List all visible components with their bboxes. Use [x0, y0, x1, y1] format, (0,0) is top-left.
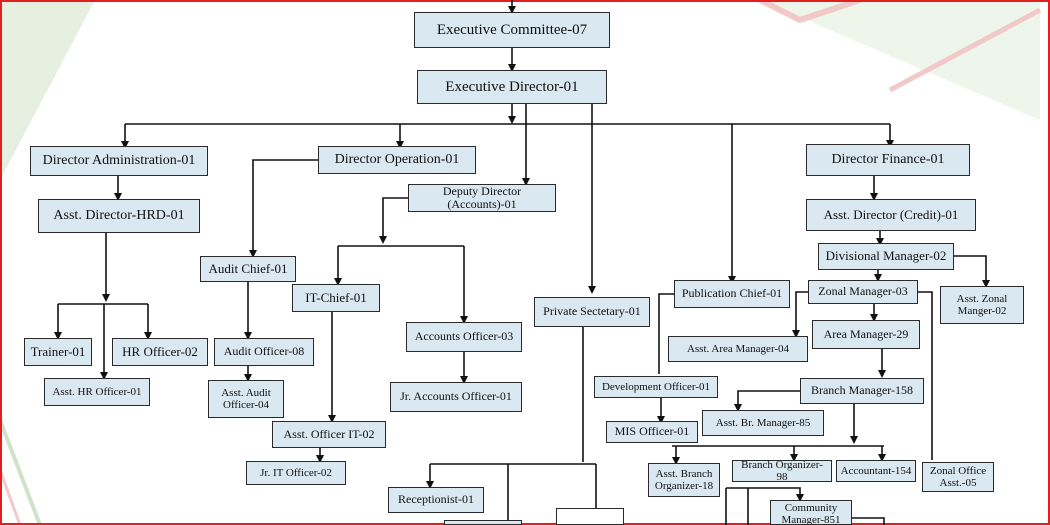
box-executive-committee: Executive Committee-07 [414, 12, 610, 48]
box-zonal-manager: Zonal Manager-03 [808, 280, 918, 304]
box-audit-chief: Audit Chief-01 [200, 256, 296, 282]
box-executive-director: Executive Director-01 [417, 70, 607, 104]
decor-stripe-red-2 [888, 7, 1042, 93]
box-development-officer: Development Officer-01 [594, 376, 718, 398]
box-asst-area-manager: Asst. Area Manager-04 [668, 336, 808, 362]
box-private-secretary: Private Sectetary-01 [534, 297, 650, 327]
box-jr-accounts-officer: Jr. Accounts Officer-01 [390, 382, 522, 412]
box-partial-bottom-2 [556, 508, 624, 525]
box-it-chief: IT-Chief-01 [292, 284, 380, 312]
box-area-manager: Area Manager-29 [812, 320, 920, 349]
box-publication-chief: Publication Chief-01 [674, 280, 790, 308]
box-partial-bottom-1 [444, 520, 522, 525]
box-asst-audit-officer: Asst. Audit Officer-04 [208, 380, 284, 418]
decor-shape-top-left [0, 0, 95, 180]
box-asst-zonal-manager: Asst. Zonal Manger-02 [940, 286, 1024, 324]
box-asst-branch-organizer: Asst. Branch Organizer-18 [648, 463, 720, 497]
box-accounts-officer: Accounts Officer-03 [406, 322, 522, 352]
box-deputy-director-accounts: Deputy Director (Accounts)-01 [408, 184, 556, 212]
box-community-manager: Community Manager-851 [770, 500, 852, 525]
box-jr-it-officer: Jr. IT Officer-02 [246, 461, 346, 485]
box-branch-manager: Branch Manager-158 [800, 378, 924, 404]
box-director-operation: Director Operation-01 [318, 146, 476, 174]
box-receptionist: Receptionist-01 [388, 487, 484, 513]
box-divisional-manager: Divisional Manager-02 [818, 243, 954, 270]
decor-stripe-green [0, 419, 42, 525]
box-accountant: Accountant-154 [836, 460, 916, 482]
box-asst-br-manager: Asst. Br. Manager-85 [702, 410, 824, 436]
box-asst-hr-officer: Asst. HR Officer-01 [44, 378, 150, 406]
box-asst-director-hrd: Asst. Director-HRD-01 [38, 199, 200, 233]
box-director-administration: Director Administration-01 [30, 146, 208, 176]
box-trainer: Trainer-01 [24, 338, 92, 366]
box-zonal-office-asst: Zonal Office Asst.-05 [922, 462, 994, 492]
decor-stripe-pink [0, 469, 22, 525]
decor-stripe-red [758, 0, 861, 24]
box-asst-director-credit: Asst. Director (Credit)-01 [806, 199, 976, 231]
decor-shape-top-right [760, 0, 1040, 120]
box-branch-organizer: Branch Organizer-98 [732, 460, 832, 482]
box-mis-officer: MIS Officer-01 [606, 421, 698, 443]
box-director-finance: Director Finance-01 [806, 144, 970, 176]
box-asst-officer-it: Asst. Officer IT-02 [272, 421, 386, 448]
box-hr-officer: HR Officer-02 [112, 338, 208, 366]
box-audit-officer: Audit Officer-08 [214, 338, 314, 366]
connector-lines [54, 0, 990, 525]
